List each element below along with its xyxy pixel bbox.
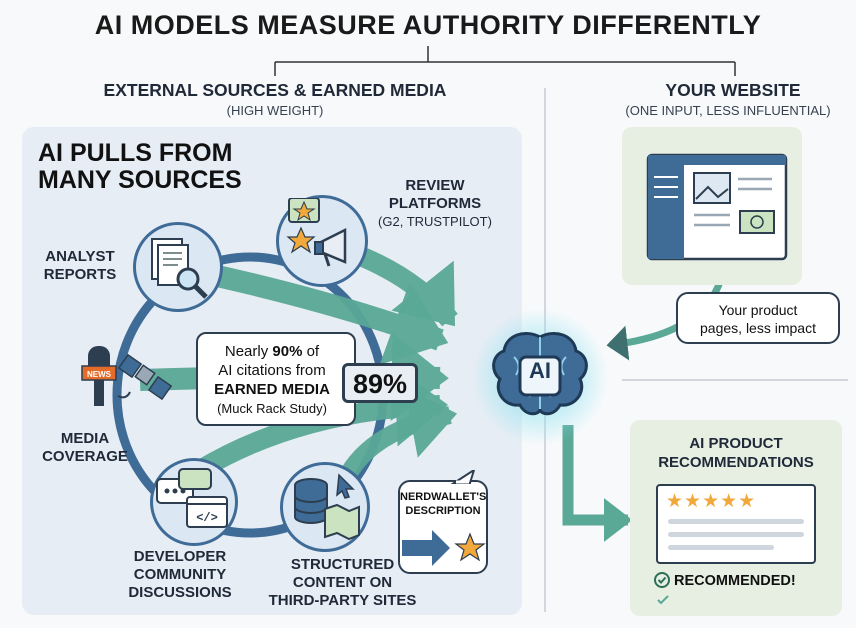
media-label-line2: COVERAGE bbox=[42, 448, 128, 465]
brain-icon bbox=[472, 309, 608, 445]
database-icon bbox=[294, 473, 360, 541]
panel-title-line1: AI PULLS FROM bbox=[38, 139, 233, 167]
bubble-tail bbox=[450, 470, 476, 484]
nerdwallet-line1: NERDWALLET'S bbox=[400, 491, 487, 503]
small-check-icon bbox=[657, 595, 669, 605]
review-platforms-circle bbox=[276, 195, 368, 287]
structured-label-line2: CONTENT ON bbox=[292, 574, 393, 591]
arrow-star-icon bbox=[402, 530, 486, 566]
callout-line4: (Muck Rack Study) bbox=[217, 401, 327, 416]
your-website-subtitle: (ONE INPUT, LESS INFLUENTIAL) bbox=[625, 103, 831, 118]
website-bubble-line1: Your product bbox=[718, 302, 798, 318]
website-mockup-icon bbox=[646, 153, 788, 261]
ai-label: AI bbox=[529, 358, 551, 383]
review-label-line3: (G2, TRUSTPILOT) bbox=[378, 214, 492, 229]
callout-line1: Nearly 90% of bbox=[224, 343, 320, 360]
developer-label: DEVELOPER COMMUNITY DISCUSSIONS bbox=[110, 548, 250, 602]
panel-title: AI PULLS FROM MANY SOURCES bbox=[38, 140, 242, 194]
cursor-icon bbox=[336, 473, 355, 499]
megaphone-icon bbox=[286, 197, 347, 267]
developer-label-line1: DEVELOPER bbox=[133, 548, 227, 565]
structured-content-circle bbox=[280, 462, 370, 552]
recommended-status-text: RECOMMENDED! bbox=[674, 573, 796, 589]
document-magnifier-icon bbox=[151, 238, 208, 299]
review-platforms-label: REVIEW PLATFORMS (G2, TRUSTPILOT) bbox=[355, 177, 515, 231]
analyst-reports-circle bbox=[133, 222, 223, 312]
checkmark-icon bbox=[654, 572, 670, 588]
recommendations-title-line1: AI PRODUCT bbox=[689, 435, 783, 452]
developer-circle: </> bbox=[150, 458, 238, 546]
star-icon bbox=[292, 200, 316, 222]
callout-line2: AI citations from bbox=[218, 362, 326, 379]
nerdwallet-bubble: NERDWALLET'S DESCRIPTION bbox=[398, 480, 488, 574]
website-bubble: Your product pages, less impact bbox=[676, 292, 840, 344]
map-icon bbox=[324, 503, 360, 541]
structured-content-label: STRUCTURED CONTENT ON THIRD-PARTY SITES bbox=[250, 556, 435, 610]
callout-line3: EARNED MEDIA bbox=[214, 381, 330, 398]
media-coverage-label: MEDIA COVERAGE bbox=[30, 430, 140, 466]
nerdwallet-line2: DESCRIPTION bbox=[405, 505, 481, 517]
stat-badge: 89% bbox=[342, 363, 418, 403]
recommended-status: RECOMMENDED! bbox=[654, 572, 796, 589]
media-icons: NEWS bbox=[81, 346, 173, 406]
analyst-reports-label: ANALYST REPORTS bbox=[30, 248, 130, 284]
panel-title-line2: MANY SOURCES bbox=[38, 166, 242, 194]
chat-bubbles-icon: </> bbox=[156, 468, 228, 528]
website-bubble-line2: pages, less impact bbox=[700, 320, 816, 336]
code-window-icon: </> bbox=[186, 496, 228, 528]
satellite-icon bbox=[117, 353, 173, 401]
external-sources-heading: EXTERNAL SOURCES & EARNED MEDIA bbox=[103, 80, 447, 100]
analyst-label-line2: REPORTS bbox=[43, 266, 117, 283]
analyst-label-line1: ANALYST bbox=[45, 248, 115, 265]
page-title: AI MODELS MEASURE AUTHORITY DIFFERENTLY bbox=[94, 10, 762, 40]
recommendation-review-card: ★★★★★ bbox=[656, 484, 816, 564]
review-label-line2: PLATFORMS bbox=[388, 195, 482, 212]
svg-text:</>: </> bbox=[196, 511, 218, 525]
developer-label-line3: DISCUSSIONS bbox=[128, 584, 232, 601]
developer-label-line2: COMMUNITY bbox=[133, 566, 227, 583]
external-sources-subtitle: (HIGH WEIGHT) bbox=[226, 103, 324, 118]
your-website-heading: YOUR WEBSITE bbox=[665, 80, 801, 100]
stat-callout: Nearly 90% of AI citations from EARNED M… bbox=[196, 332, 356, 426]
review-label-line1: REVIEW bbox=[405, 177, 465, 194]
recommendations-title-line2: RECOMMENDATIONS bbox=[658, 454, 814, 471]
website-card bbox=[622, 127, 802, 285]
rating-stars: ★★★★★ bbox=[666, 491, 757, 512]
media-label-line1: MEDIA bbox=[60, 430, 110, 447]
news-badge: NEWS bbox=[87, 370, 112, 379]
structured-label-line1: STRUCTURED bbox=[290, 556, 395, 573]
structured-label-line3: THIRD-PARTY SITES bbox=[268, 592, 417, 609]
